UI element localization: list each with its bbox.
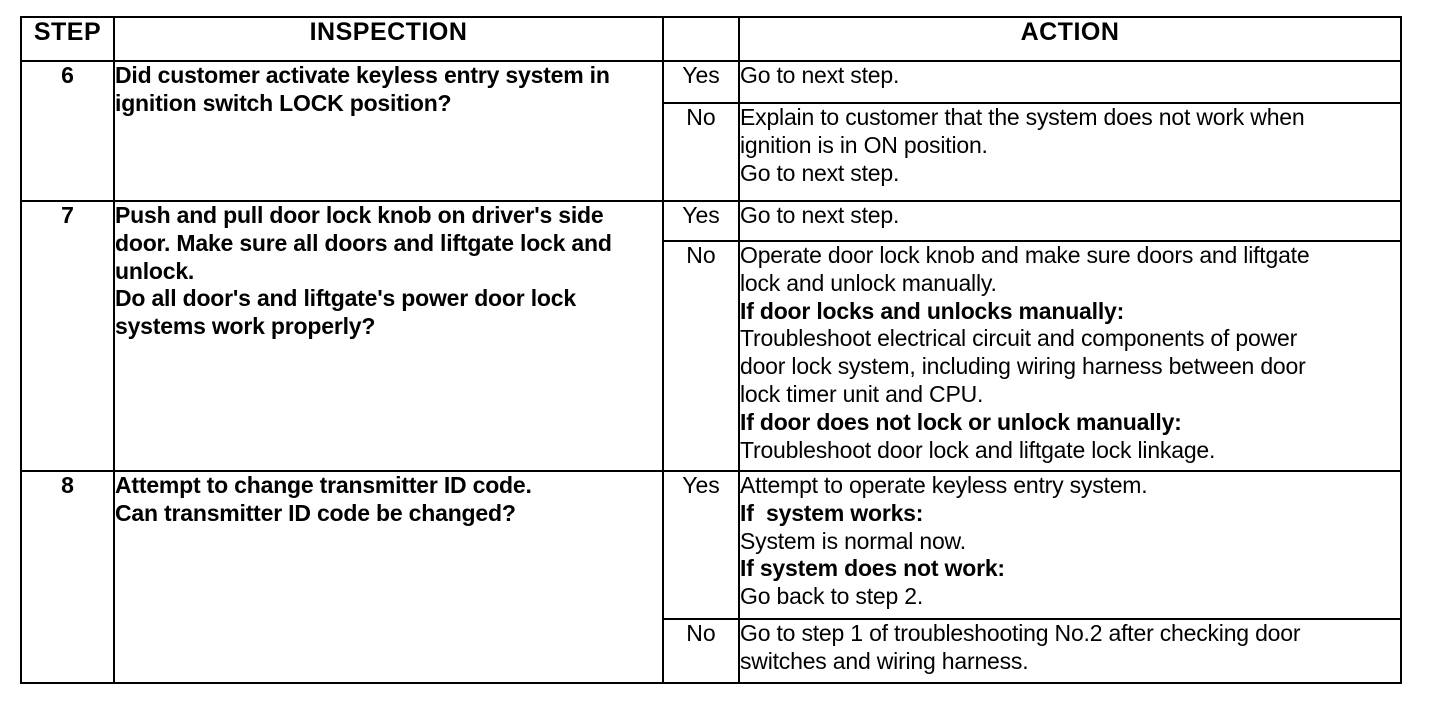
table-row: No Operate door lock knob and make sure …: [21, 240, 1402, 472]
branch-label-yes-8: Yes: [662, 470, 740, 620]
step-number-6: 6: [20, 60, 115, 202]
table-row: 7 Push and pull door lock knob on driver…: [20, 200, 1402, 472]
table-header-row: STEP INSPECTION ACTION: [20, 16, 1402, 62]
inspection-line: Attempt to change transmitter ID code.: [115, 472, 532, 498]
inspection-line: Can transmitter ID code be changed?: [115, 499, 516, 526]
step-number-7: 7: [20, 200, 115, 472]
action-text-6-yes: Go to next step.: [738, 60, 1402, 104]
action-text-8-yes: Attempt to operate keyless entry system.…: [738, 470, 1402, 620]
table-row: 6 Did customer activate keyless entry sy…: [20, 60, 1402, 202]
inspection-line: Do all door's and liftgate's power door …: [115, 285, 576, 312]
action-line: Go to next step.: [740, 159, 900, 186]
table-row: 8 Attempt to change transmitter ID code.…: [20, 470, 1402, 684]
inspection-text-6: Did customer activate keyless entry syst…: [113, 60, 664, 202]
inspection-line: door. Make sure all doors and liftgate l…: [115, 229, 612, 256]
action-line: If system does not work:: [740, 555, 1005, 582]
action-line: Troubleshoot door lock and liftgate lock…: [740, 436, 1216, 463]
action-line: lock timer unit and CPU.: [740, 381, 984, 408]
action-text-7-no: Operate door lock knob and make sure doo…: [738, 240, 1402, 472]
action-line: Attempt to operate keyless entry system.: [740, 472, 1148, 498]
action-line: Operate door lock knob and make sure doo…: [740, 242, 1310, 268]
action-line: If system works:: [740, 499, 924, 526]
action-line: If door locks and unlocks manually:: [740, 297, 1125, 324]
column-header-step: STEP: [20, 16, 115, 62]
action-text-6-no: Explain to customer that the system does…: [738, 102, 1402, 202]
table-body: STEP INSPECTION ACTION 6 Did customer ac…: [20, 16, 1402, 684]
action-line: System is normal now.: [740, 527, 966, 554]
action-line: ignition is in ON position.: [740, 131, 988, 158]
column-header-inspection: INSPECTION: [113, 16, 664, 62]
column-header-action: ACTION: [738, 16, 1402, 62]
action-line: Troubleshoot electrical circuit and comp…: [740, 325, 1298, 352]
branch-label-no-6: No: [662, 102, 740, 202]
action-text-8-no: Go to step 1 of troubleshooting No.2 aft…: [738, 618, 1402, 684]
inspection-line: ignition switch LOCK position?: [115, 89, 452, 116]
branch-label-yes-6: Yes: [662, 60, 740, 104]
column-header-yesno: [662, 16, 740, 62]
action-line: Explain to customer that the system does…: [740, 104, 1305, 130]
action-line: If door does not lock or unlock manually…: [740, 408, 1182, 435]
troubleshooting-table: STEP INSPECTION ACTION 6 Did customer ac…: [20, 16, 1402, 684]
action-line: switches and wiring harness.: [740, 647, 1029, 674]
table-row: No Explain to customer that the system d…: [21, 102, 1402, 202]
action-line: door lock system, including wiring harne…: [740, 353, 1306, 380]
step-number-8: 8: [20, 470, 115, 684]
action-line: Go to next step.: [740, 62, 900, 88]
inspection-line: Push and pull door lock knob on driver's…: [115, 202, 604, 228]
action-line: lock and unlock manually.: [740, 269, 997, 296]
action-line: Go to step 1 of troubleshooting No.2 aft…: [740, 620, 1301, 646]
inspection-line: unlock.: [115, 257, 195, 284]
inspection-line: systems work properly?: [115, 313, 376, 340]
inspection-text-8: Attempt to change transmitter ID code. C…: [113, 470, 664, 684]
branch-label-no-7: No: [662, 240, 740, 472]
inspection-text-7: Push and pull door lock knob on driver's…: [113, 200, 664, 472]
table-row: No Go to step 1 of troubleshooting No.2 …: [21, 618, 1402, 684]
branch-label-yes-7: Yes: [662, 200, 740, 242]
branch-label-no-8: No: [662, 618, 740, 684]
action-line: Go back to step 2.: [740, 583, 924, 610]
action-line: Go to next step.: [740, 202, 900, 228]
inspection-line: Did customer activate keyless entry syst…: [115, 62, 610, 88]
action-text-7-yes: Go to next step.: [738, 200, 1402, 242]
